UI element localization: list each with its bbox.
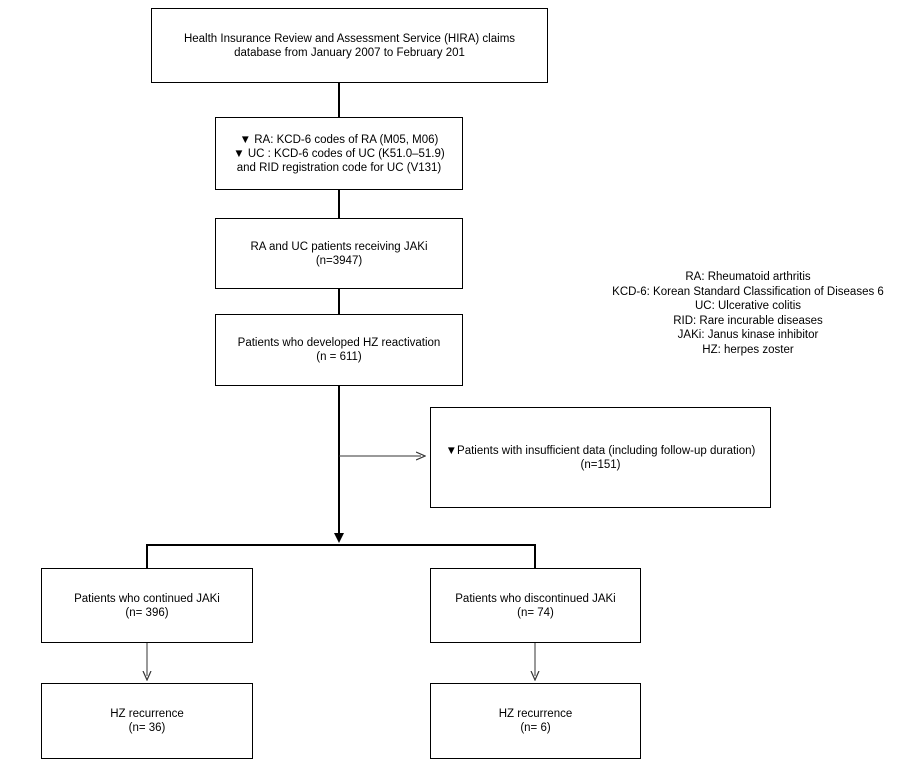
inclusion-criteria-line1: ▼ RA: KCD-6 codes of RA (M05, M06) bbox=[239, 133, 439, 146]
exclusion-box: ▼Patients with insufficient data (includ… bbox=[430, 407, 771, 508]
source-database-line2: database from January 2007 to February 2… bbox=[234, 46, 465, 59]
abbreviation-legend: RA: Rheumatoid arthritis KCD-6: Korean S… bbox=[598, 270, 898, 357]
inclusion-criteria-line3: and RID registration code for UC (V131) bbox=[236, 161, 442, 174]
legend-item: RID: Rare incurable diseases bbox=[673, 314, 823, 327]
discontinued-jaki-line1: Patients who discontinued JAKi bbox=[455, 592, 616, 605]
discontinued-jaki-box: Patients who discontinued JAKi (n= 74) bbox=[430, 568, 641, 643]
recurrence-discontinued-line1: HZ recurrence bbox=[498, 708, 573, 720]
legend-item: JAKi: Janus kinase inhibitor bbox=[677, 329, 819, 341]
inclusion-criteria-line2: ▼ UC : KCD-6 codes of UC (K51.0–51.9) bbox=[233, 147, 445, 160]
legend-item: KCD-6: Korean Standard Classification of… bbox=[612, 285, 884, 298]
continued-jaki-count: (n= 396) bbox=[125, 606, 169, 619]
discontinued-jaki-count: (n= 74) bbox=[517, 606, 554, 619]
inclusion-criteria-box: ▼ RA: KCD-6 codes of RA (M05, M06) ▼ UC … bbox=[215, 117, 463, 190]
jaki-patients-count: (n=3947) bbox=[315, 254, 363, 267]
recurrence-discontinued-count: (n= 6) bbox=[520, 722, 551, 734]
exclusion-count: (n=151) bbox=[580, 458, 621, 471]
hz-reactivation-box: Patients who developed HZ reactivation (… bbox=[215, 314, 463, 386]
source-database-line1: Health Insurance Review and Assessment S… bbox=[183, 32, 516, 45]
hz-reactivation-line1: Patients who developed HZ reactivation bbox=[237, 337, 441, 349]
legend-item: RA: Rheumatoid arthritis bbox=[685, 271, 811, 283]
recurrence-continued-box: HZ recurrence (n= 36) bbox=[41, 683, 253, 759]
recurrence-discontinued-box: HZ recurrence (n= 6) bbox=[430, 683, 641, 759]
source-database-box: Health Insurance Review and Assessment S… bbox=[151, 8, 548, 83]
recurrence-continued-count: (n= 36) bbox=[128, 722, 166, 734]
continued-jaki-box: Patients who continued JAKi (n= 396) bbox=[41, 568, 253, 643]
legend-item: UC: Ulcerative colitis bbox=[694, 300, 802, 312]
exclusion-line1: ▼Patients with insufficient data (includ… bbox=[445, 444, 756, 457]
jaki-patients-box: RA and UC patients receiving JAKi (n=394… bbox=[215, 218, 463, 289]
jaki-patients-line1: RA and UC patients receiving JAKi bbox=[250, 240, 428, 253]
legend-item: HZ: herpes zoster bbox=[702, 343, 794, 356]
recurrence-continued-line1: HZ recurrence bbox=[110, 708, 184, 720]
continued-jaki-line1: Patients who continued JAKi bbox=[74, 592, 220, 605]
hz-reactivation-count: (n = 611) bbox=[316, 351, 362, 363]
